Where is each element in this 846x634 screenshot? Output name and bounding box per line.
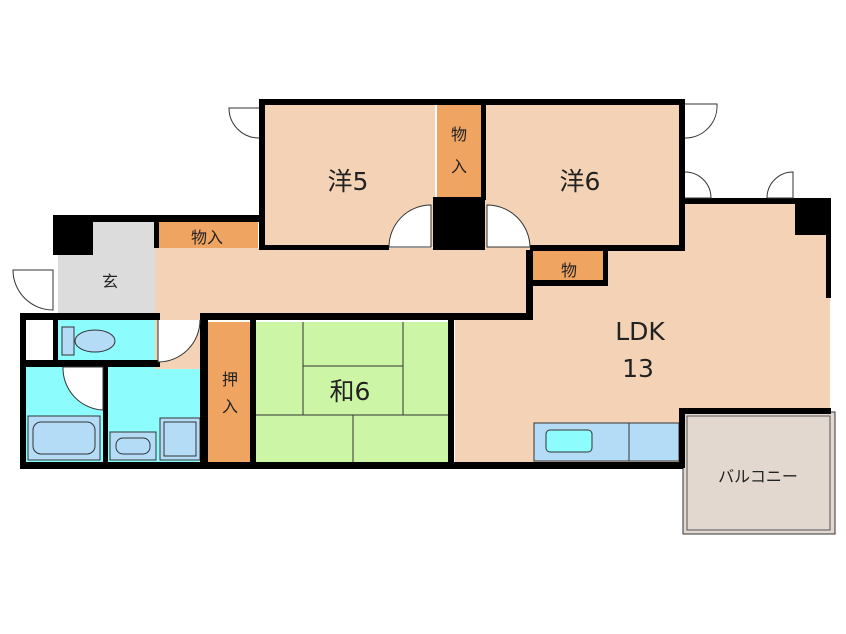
door-ldk-corner [766, 171, 794, 199]
label-closet-top-2: 入 [451, 157, 467, 176]
washing-machine-icon [159, 417, 201, 461]
label-ldk-size: 13 [622, 354, 654, 383]
label-oshiire-2: 入 [222, 397, 238, 416]
tatami-lines [255, 322, 450, 462]
walls [20, 99, 831, 469]
door-ldk-small [684, 171, 712, 199]
closet-top [437, 105, 481, 197]
door-western-5-exterior [228, 107, 260, 139]
label-japanese-6: 和6 [330, 377, 371, 406]
sink-icon [545, 429, 593, 453]
label-closet-hall: 物入 [191, 228, 223, 247]
label-oshiire-1: 押 [222, 370, 238, 389]
label-western-6: 洋6 [560, 167, 601, 196]
door-western-6 [486, 204, 531, 248]
toilet-tank [61, 326, 75, 356]
oshiire-closet [208, 322, 250, 462]
closet-small [533, 250, 605, 280]
storage-white [25, 320, 53, 360]
label-balcony: バルコニー [718, 467, 798, 486]
label-ldk: LDK [615, 317, 665, 346]
label-western-5: 洋5 [328, 167, 369, 196]
balcony [682, 411, 836, 535]
toilet-icon [74, 329, 116, 353]
label-closet-small: 物 [561, 261, 577, 280]
door-entrance [12, 269, 54, 311]
label-closet-top-1: 物 [451, 125, 467, 144]
door-toilet [157, 319, 201, 363]
door-bath [62, 366, 104, 411]
door-western-5 [388, 204, 432, 248]
label-entrance: 玄 [102, 272, 118, 291]
door-western-6-exterior [684, 103, 718, 139]
closet-hall [158, 222, 258, 248]
